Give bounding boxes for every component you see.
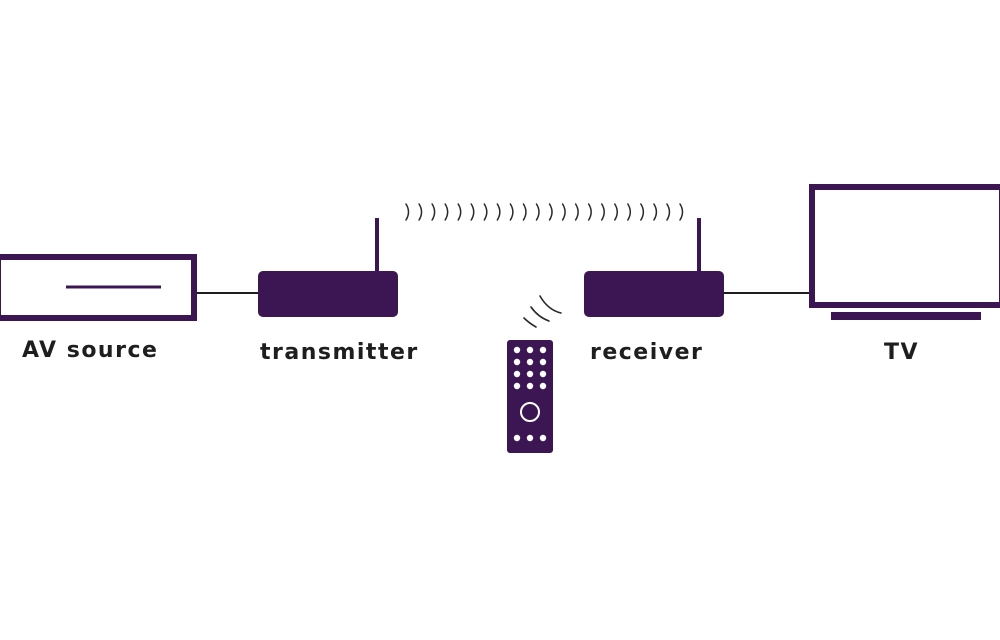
remote-button bbox=[539, 358, 547, 366]
transmitter-antenna-icon bbox=[258, 218, 398, 317]
signal-arc bbox=[600, 203, 605, 221]
remote-signal-arcs bbox=[523, 295, 562, 328]
signal-arc bbox=[653, 203, 658, 221]
signal-arc bbox=[614, 203, 619, 221]
signal-arc bbox=[509, 203, 514, 221]
signal-arc bbox=[561, 203, 566, 221]
remote-button bbox=[513, 382, 521, 390]
remote-button bbox=[539, 346, 547, 354]
remote-button bbox=[539, 382, 547, 390]
signal-arc bbox=[587, 203, 592, 221]
signal-arc bbox=[483, 203, 488, 221]
signal-arc bbox=[627, 203, 632, 221]
signal-arc bbox=[535, 203, 540, 221]
remote-button bbox=[526, 434, 534, 442]
tv-label: TV bbox=[884, 340, 920, 365]
signal-arc bbox=[522, 203, 527, 221]
remote-button bbox=[539, 370, 547, 378]
signal-arc bbox=[640, 203, 645, 221]
remote-button bbox=[526, 382, 534, 390]
signal-arc bbox=[405, 203, 410, 221]
transmitter-label: transmitter bbox=[260, 340, 419, 365]
remote-button bbox=[513, 370, 521, 378]
remote-button bbox=[513, 346, 521, 354]
signal-arc bbox=[496, 203, 501, 221]
signal-arc bbox=[548, 203, 553, 221]
remote-button bbox=[526, 370, 534, 378]
signal-arc bbox=[574, 203, 579, 221]
signal-arc bbox=[666, 203, 671, 221]
remote-control-icon bbox=[507, 340, 553, 453]
signal-arc bbox=[418, 203, 423, 221]
av-source-box-icon bbox=[0, 254, 197, 321]
receiver-label: receiver bbox=[590, 340, 704, 365]
remote-button bbox=[513, 358, 521, 366]
signal-arc bbox=[470, 203, 475, 221]
tv-screen-icon bbox=[809, 184, 1000, 320]
signal-arc bbox=[431, 203, 436, 221]
signal-arc bbox=[457, 203, 462, 221]
signal-arc bbox=[679, 203, 684, 221]
signal-arc bbox=[444, 203, 449, 221]
remote-button bbox=[526, 346, 534, 354]
receiver-antenna-icon bbox=[584, 218, 724, 317]
wireless-signal-arcs bbox=[405, 203, 684, 221]
remote-button bbox=[513, 434, 521, 442]
remote-button bbox=[526, 358, 534, 366]
av-source-label: AV source bbox=[22, 338, 159, 363]
remote-button bbox=[539, 434, 547, 442]
